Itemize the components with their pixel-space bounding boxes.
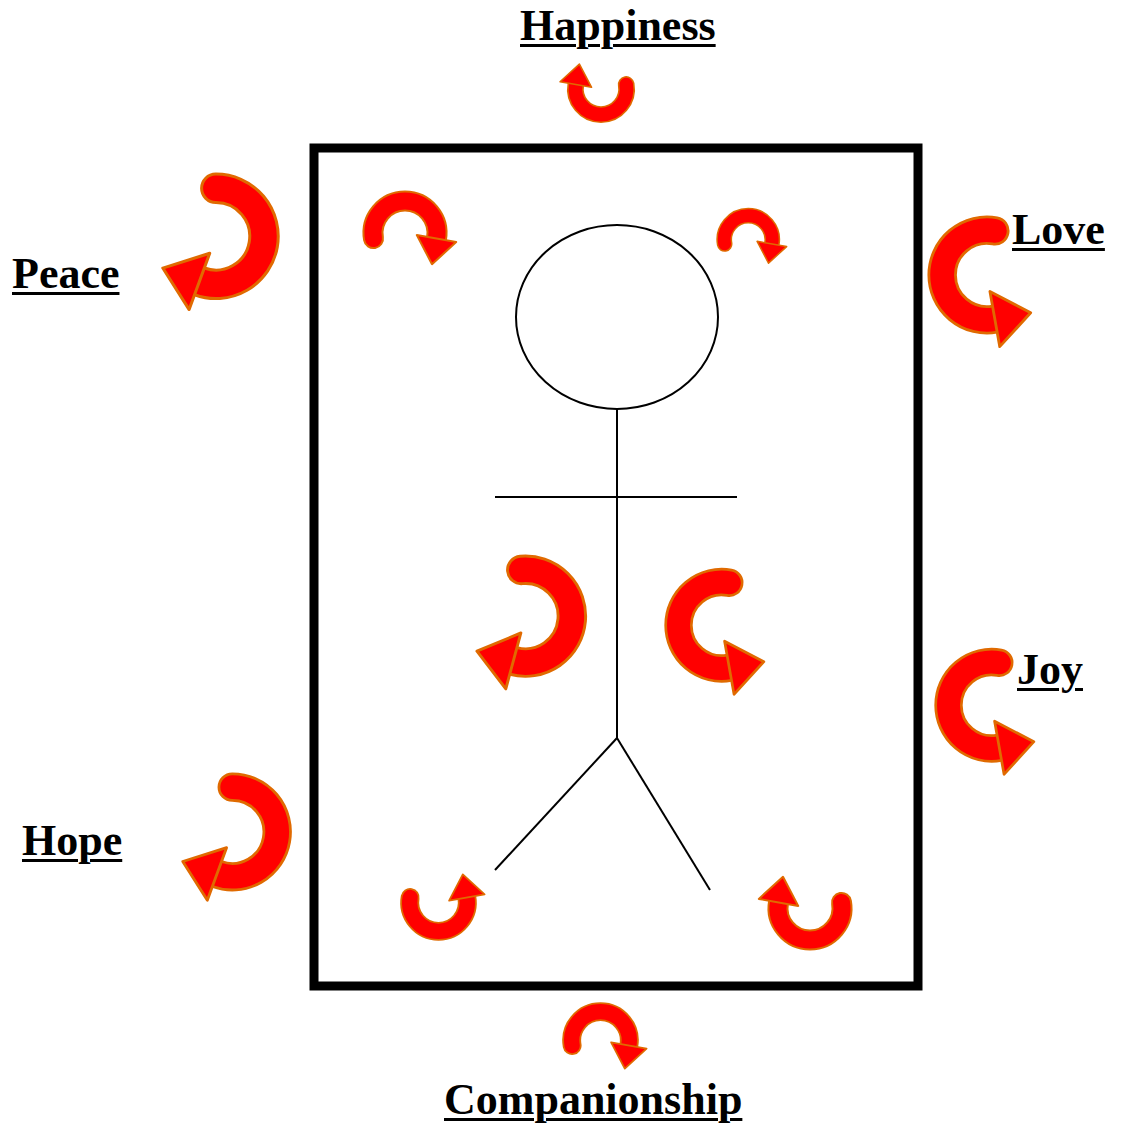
curved-arrow (177, 780, 284, 910)
curved-arrow (759, 877, 842, 940)
curved-arrow (474, 566, 576, 694)
figure-head (516, 225, 718, 409)
curved-arrow (156, 181, 271, 320)
curved-arrow (410, 874, 485, 931)
curved-arrow (724, 216, 786, 263)
frame-box (314, 148, 918, 986)
curved-arrow (679, 582, 764, 694)
emotion-label: Love (1012, 208, 1105, 252)
emotion-label: Hope (22, 819, 122, 863)
emotion-label: Peace (12, 252, 119, 296)
figure-arms (495, 496, 737, 498)
figure-body (616, 409, 618, 738)
curved-arrow (373, 201, 456, 264)
emotion-label: Companionship (444, 1078, 742, 1122)
curved-arrow (560, 64, 627, 115)
figure-leg (617, 738, 710, 890)
emotion-label: Joy (1017, 648, 1083, 692)
figure-leg (495, 738, 617, 870)
emotion-label: Happiness (520, 4, 716, 48)
curved-arrow (572, 1012, 647, 1069)
